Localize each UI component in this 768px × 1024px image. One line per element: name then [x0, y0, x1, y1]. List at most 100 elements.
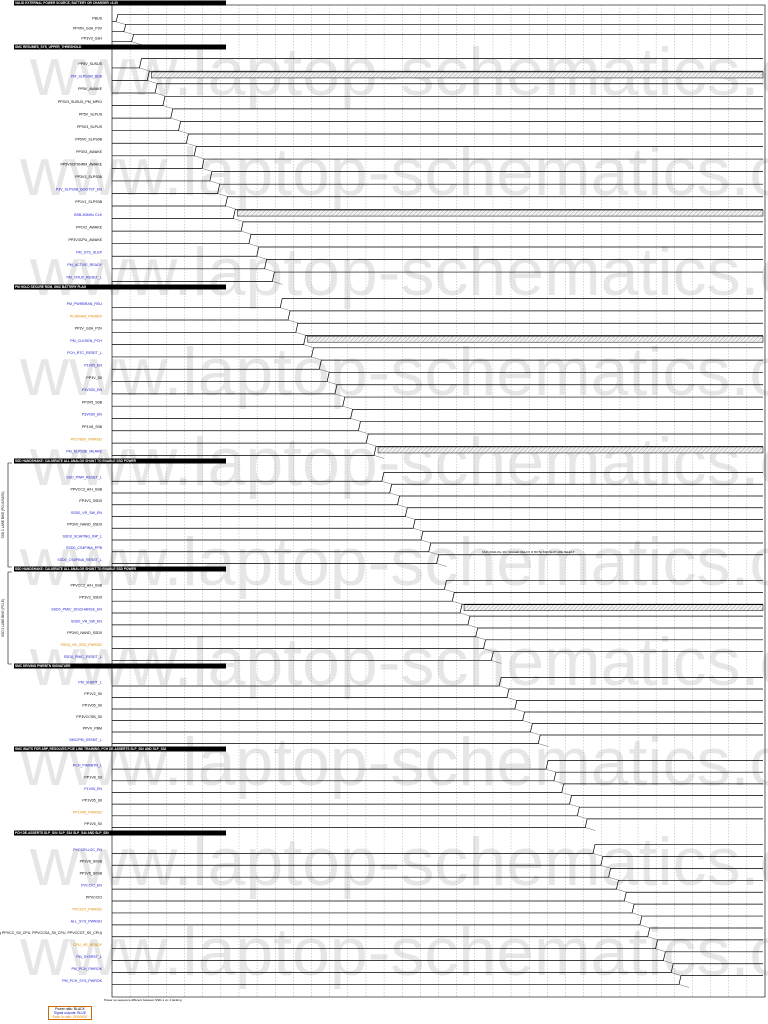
signal-label: PP1V2_S0 [84, 692, 102, 696]
color-legend: Power rails: BLACK Signal outputs: BLUE … [48, 1006, 92, 1020]
signal-label: PP3V_S0 [86, 376, 102, 380]
signal-waveform [112, 651, 763, 661]
timing-arrow [311, 356, 322, 361]
signal-row: SSD0_VR_SSD_PWRGD [60, 639, 763, 652]
diagram-frame [111, 4, 766, 998]
signal-waveform [112, 310, 763, 321]
signal-label: PCH_PWRBTN_L [73, 764, 102, 768]
signal-waveform [112, 939, 763, 950]
timing-arrow [209, 180, 220, 185]
signal-row: ALL_SYS_PWRGD [71, 915, 763, 929]
signal-waveform [112, 963, 763, 973]
signal-row: PP3V3_SUSUS_PM_MPIO [58, 95, 763, 109]
signal-waveform [112, 133, 763, 144]
signal-label: PP1V8S0_PWRGD [71, 437, 103, 441]
timing-arrow [123, 31, 134, 35]
signal-waveform [112, 445, 763, 456]
signal-waveform [112, 121, 763, 132]
signal-row: PVCCIO_PWRGD [72, 903, 763, 917]
signal-label: PP3V0_NAND_SSD0 [67, 631, 102, 635]
signal-label: ALL_SYS_PWRGD [71, 919, 103, 923]
signal-row: PP1V05_S0 [82, 795, 763, 808]
signal-row: P3V3S0_EN [82, 384, 763, 398]
signal-label: PP5V_SUSUS [78, 62, 102, 66]
signal-label: PCH/RAM_PM/SRV [70, 314, 103, 318]
section-header-label: PCH DE-ASSERTS SLP_S0# SLP_S3# SLP_S4# A… [15, 831, 109, 835]
signal-label: PP1V1_SLPS0B [75, 200, 102, 204]
watermark-text: www.laptop-schematics.com [29, 824, 768, 900]
signal-row: PPVCC3_A/H_SSB [70, 483, 763, 497]
timing-arrow [491, 660, 502, 664]
signal-label: PP1V05_PWRGD [73, 810, 102, 814]
timing-arrow [655, 948, 666, 952]
signal-row: PM_ACTIVE_READY [67, 259, 763, 272]
signal-waveform [112, 723, 763, 733]
signal-row: PCH_RTC_RESET_L [67, 347, 763, 361]
signal-waveform [112, 844, 763, 854]
signal-waveform [112, 700, 763, 710]
watermark-layer: www.laptop-schematics.com www.laptop-sche… [19, 34, 768, 990]
timing-arrow [467, 624, 478, 629]
signal-row: PM_PCH_PWROK [71, 963, 763, 976]
signal-label: PCH_RTC_RESET_L [67, 351, 102, 355]
signal-row: PP1V5_S0 [84, 818, 763, 831]
signal-label: SSD0_VR_SW_EN [71, 511, 103, 515]
signal-waveform [112, 108, 763, 119]
signal-row: PP1V2_AWAKE [76, 221, 763, 235]
section-header-label: SMC WAITS FOR ARP, RESOLVES PCIE LINK TR… [15, 747, 166, 751]
signal-label: P1V05_EN [84, 787, 102, 791]
signal-waveform [112, 335, 763, 345]
signal-waveform [112, 927, 763, 938]
timing-arrow [342, 406, 353, 410]
signal-row: PP1V8_S0B [82, 421, 763, 434]
signal-row: PP3V3_SLPUS [77, 121, 763, 134]
watermark-text: www.laptop-schematics.com [19, 914, 768, 990]
signal-label: CPU_VR_READY [73, 943, 103, 947]
signal-waveform [112, 13, 763, 23]
timing-arrow [131, 41, 142, 45]
signal-waveform [112, 734, 763, 744]
timing-arrow [600, 865, 611, 869]
signal-waveform [112, 760, 763, 770]
signal-waveform [112, 70, 763, 81]
signal-label: PPVCC3_A/H_SSB [70, 584, 102, 588]
section-header-label: SSD HANDSHAKE: CALIBRATE ALL ANALOG SHUN… [15, 459, 137, 463]
timing-arrow [201, 168, 213, 172]
signal-waveform [112, 507, 763, 517]
signal-waveform [112, 171, 763, 182]
timing-arrow [155, 92, 166, 97]
signal-waveform [112, 183, 763, 194]
signal-rows: PBUSPPVIN_G3H_P3VPP3V3_G3HPP5V_SUSUSPM_S… [0, 13, 764, 988]
signal-waveform [112, 554, 763, 564]
signal-waveform [112, 495, 763, 506]
section-header-label: SMC RESUMES_SYS_UPPER_THRESHOLD [15, 45, 82, 49]
section-header-bar [14, 746, 226, 752]
signal-label: PM_SLPS3B_MEARE [66, 450, 102, 454]
signal-label: PP5V_SLPUS [79, 112, 103, 116]
signal-row: PP3V3_SSD0 [79, 592, 763, 605]
signal-row: PP1V05_PWRGD [73, 806, 763, 819]
signal-waveform [112, 891, 763, 902]
signal-row: PP3V3_SSD0 [79, 495, 763, 508]
section-header-bar [14, 830, 226, 836]
signal-label: PP3V5_S0B [82, 400, 103, 404]
hatched-bar [377, 446, 764, 454]
timing-arrow [186, 143, 197, 147]
timing-arrow [538, 743, 549, 747]
side-label: SSD 2 LANE BIKE (PCI-E) [1, 599, 5, 637]
signal-label: PP3V3_SUSUS_PM_MPIO [58, 100, 102, 104]
timing-arrow [514, 708, 525, 713]
signal-waveform [112, 95, 763, 106]
signal-row: PP1V1_SLPS0B [75, 196, 763, 210]
watermark-text: www.laptop-schematics.com [29, 624, 768, 700]
timing-arrow [264, 268, 275, 272]
watermark-text: www.laptop-schematics.com [19, 724, 768, 800]
signal-label: PP3V3_SLPS0B [75, 175, 102, 179]
signal-waveform [112, 472, 763, 482]
timing-arrow [585, 827, 596, 831]
timing-arrow [147, 80, 158, 84]
signal-row: PP3V5_S0B [82, 396, 763, 410]
signal-row: PCH/RAM_PM/SRV [70, 310, 763, 324]
signal-label: PBUS [92, 17, 102, 21]
signal-label: PP3VCCSB_S0 [76, 715, 102, 719]
